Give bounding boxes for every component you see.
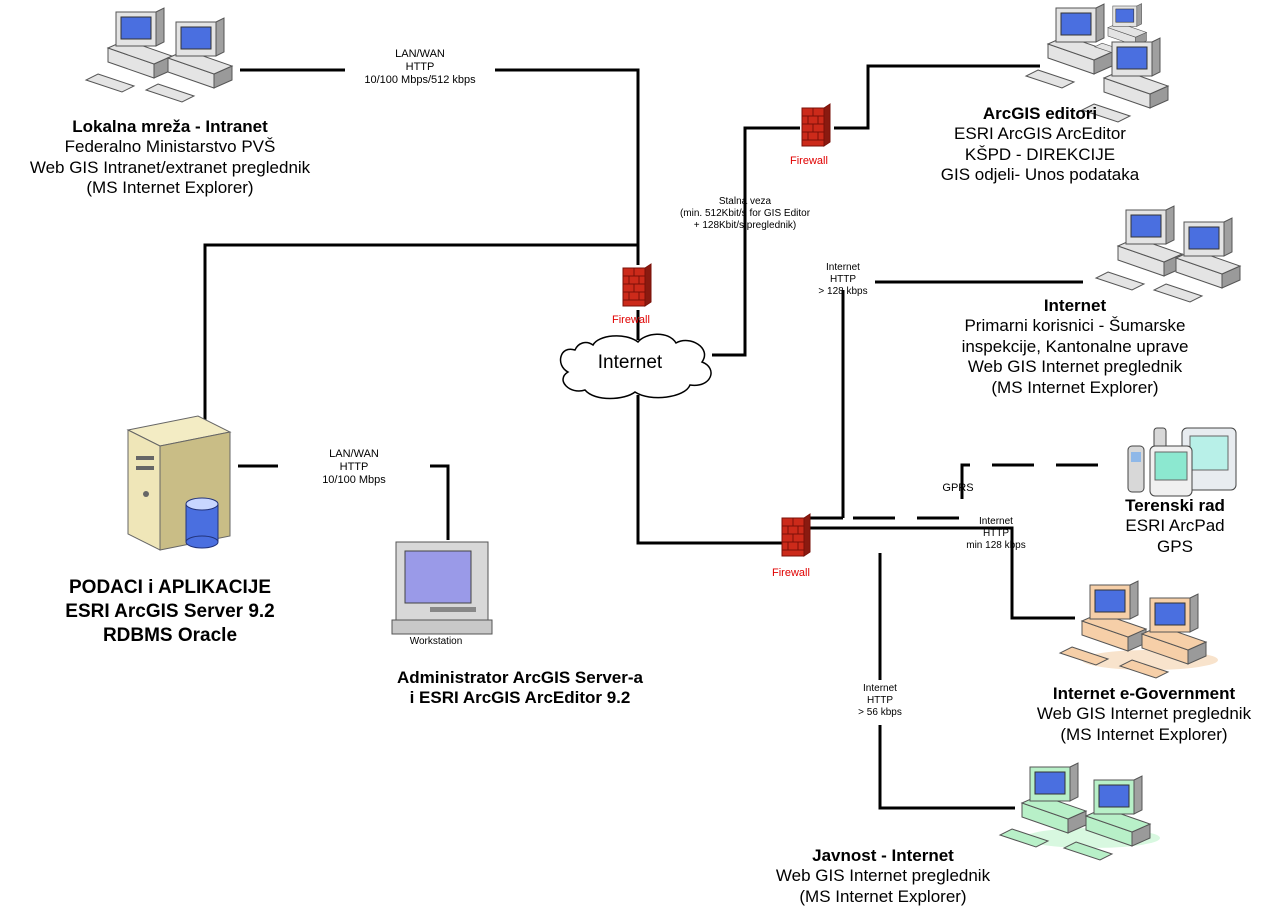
link-text: 10/100 Mbps bbox=[322, 474, 386, 487]
intranet-line: (MS Internet Explorer) bbox=[86, 178, 254, 198]
link-fw-editors bbox=[834, 64, 1040, 130]
database-icon bbox=[185, 497, 219, 549]
lan-top-label: LAN/WAN HTTP 10/100 Mbps/512 kbps bbox=[335, 48, 505, 88]
link-text: min 128 kbps bbox=[966, 540, 1026, 551]
link-text: Internet bbox=[826, 262, 860, 273]
lan-admin-label: LAN/WAN HTTP 10/100 Mbps bbox=[278, 448, 430, 488]
firewall-label: Firewall bbox=[772, 567, 810, 579]
editors-line: ESRI ArcGIS ArcEditor bbox=[954, 124, 1126, 144]
firewall-label: Firewall bbox=[612, 314, 650, 326]
editors-line: KŠPD - DIREKCIJE bbox=[964, 144, 1116, 164]
internet-56-label: Internet HTTP > 56 kbps bbox=[842, 683, 918, 719]
link-text: Internet bbox=[863, 683, 897, 694]
intranet-line: Web GIS Intranet/extranet preglednik bbox=[29, 157, 311, 177]
link-text: Internet bbox=[979, 516, 1013, 527]
intranet-workstations bbox=[85, 7, 233, 103]
egov-workstations bbox=[1059, 580, 1218, 679]
connection-lines bbox=[203, 64, 1120, 810]
field-title: Terenski rad bbox=[1125, 496, 1225, 515]
public-line: (MS Internet Explorer) bbox=[799, 886, 967, 906]
server-label: PODACI i APLIKACIJE ESRI ArcGIS Server 9… bbox=[30, 576, 310, 647]
cloud-label: Internet bbox=[597, 352, 663, 373]
firewall-icon bbox=[781, 513, 811, 557]
public-workstations bbox=[999, 762, 1160, 861]
server-line: PODACI i APLIKACIJE bbox=[69, 577, 271, 598]
link-text: LAN/WAN bbox=[395, 48, 445, 60]
firewall-icon bbox=[622, 263, 652, 307]
link-server-trunk bbox=[203, 243, 640, 430]
admin-label: Administrator ArcGIS Server-a i ESRI Arc… bbox=[360, 668, 680, 709]
internet-primary-line: Primarni korisnici - Šumarske bbox=[964, 316, 1186, 336]
link-cloud-editors bbox=[712, 126, 800, 357]
server-line: RDBMS Oracle bbox=[102, 624, 238, 646]
link-text: Stalna veza bbox=[718, 196, 772, 207]
admin-line: Administrator ArcGIS Server-a bbox=[397, 668, 643, 687]
link-text: (min. 512Kbit/s for GIS Editor bbox=[679, 208, 811, 219]
internet-primary-line: Web GIS Internet preglednik bbox=[967, 357, 1183, 377]
internet-128-label: Internet HTTP > 128 kbps bbox=[805, 262, 881, 298]
link-gprs bbox=[853, 463, 1120, 520]
link-cloud-down bbox=[636, 395, 782, 545]
egov-title: Internet e-Government bbox=[1052, 684, 1236, 703]
field-line: GPS bbox=[1157, 536, 1193, 556]
pda-icon bbox=[1127, 427, 1237, 497]
link-text: > 128 kbps bbox=[818, 286, 868, 297]
link-text: > 56 kbps bbox=[858, 707, 902, 718]
link-text: HTTP bbox=[982, 528, 1010, 539]
link-text: HTTP bbox=[405, 61, 435, 74]
internet-primary-line: (MS Internet Explorer) bbox=[991, 377, 1159, 397]
public-title: Javnost - Internet bbox=[812, 846, 954, 865]
server-line: ESRI ArcGIS Server 9.2 bbox=[65, 600, 275, 622]
link-text: HTTP bbox=[829, 274, 857, 285]
editors-label: ArcGIS editori ESRI ArcGIS ArcEditor KŠP… bbox=[900, 104, 1180, 186]
public-line: Web GIS Internet preglednik bbox=[775, 866, 991, 886]
link-text: 10/100 Mbps/512 kbps bbox=[364, 74, 476, 87]
editors-line: GIS odjeli- Unos podataka bbox=[940, 165, 1140, 185]
workstation-icon bbox=[391, 541, 493, 635]
link-text: + 128Kbit/s preglednik) bbox=[693, 220, 797, 231]
intranet-title: Lokalna mreža - Intranet bbox=[72, 117, 268, 136]
workstation-device-label: Workstation bbox=[409, 636, 463, 647]
internet-primary-label: Internet Primarni korisnici - Šumarske i… bbox=[935, 296, 1215, 398]
firewall-icon bbox=[801, 103, 831, 147]
admin-line: i ESRI ArcGIS ArcEditor 9.2 bbox=[409, 688, 631, 708]
public-label: Javnost - Internet Web GIS Internet preg… bbox=[745, 846, 1021, 907]
field-label: Terenski rad ESRI ArcPad GPS bbox=[1090, 496, 1260, 557]
link-text: HTTP bbox=[339, 461, 369, 474]
link-admin-right bbox=[430, 464, 450, 540]
firewall-label: Firewall bbox=[790, 155, 828, 167]
egov-line: Web GIS Internet preglednik bbox=[1036, 704, 1252, 724]
field-line: ESRI ArcPad bbox=[1125, 516, 1225, 536]
intranet-line: Federalno Ministarstvo PVŠ bbox=[64, 137, 276, 157]
primary-workstations bbox=[1095, 205, 1241, 303]
egov-label: Internet e-Government Web GIS Internet p… bbox=[1010, 684, 1278, 745]
internet-primary-title: Internet bbox=[1043, 296, 1107, 315]
stalna-veza-label: Stalna veza (min. 512Kbit/s for GIS Edit… bbox=[650, 196, 840, 232]
link-public-low bbox=[878, 725, 1015, 810]
internet-primary-line: inspekcije, Kantonalne uprave bbox=[961, 336, 1189, 356]
internet-min128-label: Internet HTTP min 128 kbps bbox=[944, 516, 1048, 552]
link-egov bbox=[808, 526, 1075, 620]
link-intranet-right bbox=[495, 68, 640, 245]
gprs-label: GPRS bbox=[942, 482, 974, 494]
cloud-icon bbox=[559, 333, 712, 400]
editors-title: ArcGIS editori bbox=[982, 104, 1098, 123]
link-text: LAN/WAN bbox=[329, 448, 379, 460]
intranet-label: Lokalna mreža - Intranet Federalno Minis… bbox=[0, 117, 340, 199]
egov-line: (MS Internet Explorer) bbox=[1060, 724, 1228, 744]
link-text: HTTP bbox=[866, 695, 894, 706]
